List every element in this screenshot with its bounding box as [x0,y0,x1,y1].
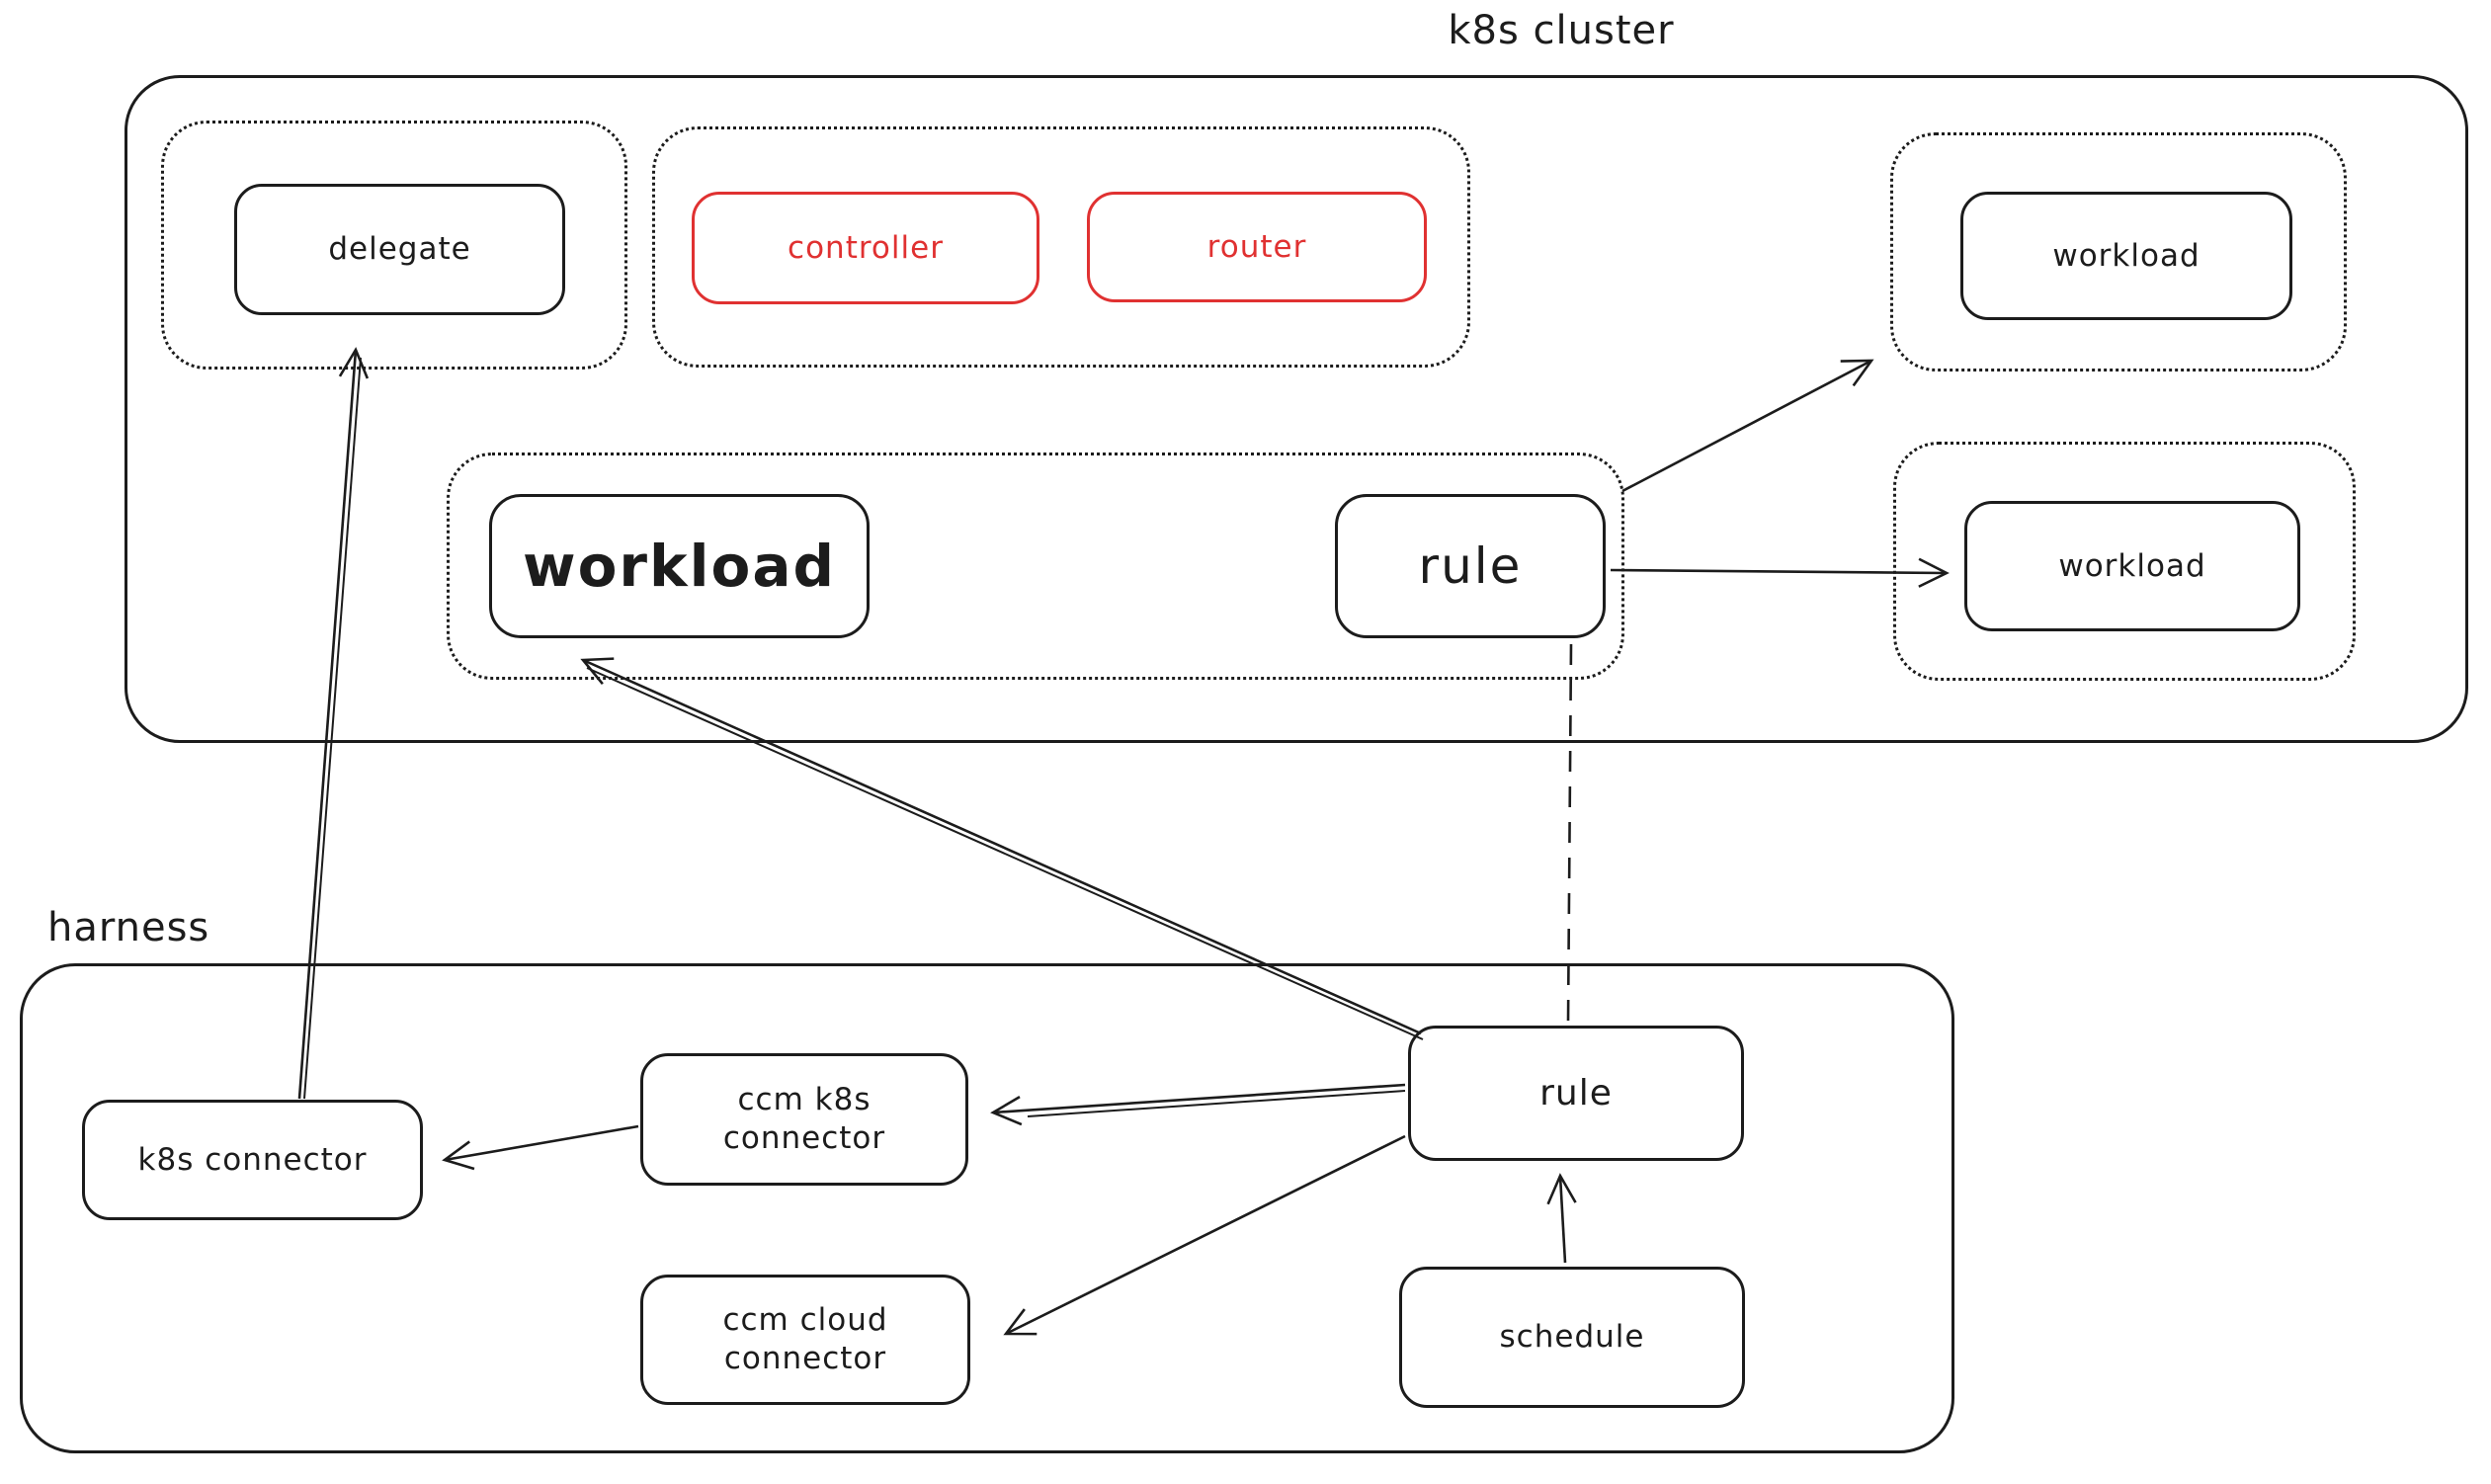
harness-title: harness [47,905,210,950]
workload-right-node: workload [1964,501,2300,631]
delegate-node: delegate [234,184,565,315]
workload-top-node: workload [1960,192,2292,320]
delegate-group [161,121,627,370]
schedule-node: schedule [1399,1267,1745,1408]
rule-harness-node: rule [1408,1026,1744,1161]
workload-main-node: workload [489,494,870,638]
workload-right-group [1893,442,2356,681]
k8s-cluster-title: k8s cluster [1448,8,1675,53]
k8s-connector-node: k8s connector [82,1100,423,1220]
controller-node: controller [692,192,1039,304]
router-node: router [1087,192,1427,302]
controller-router-group [652,126,1470,368]
rule-k8s-node: rule [1335,494,1606,638]
workload-top-group [1890,132,2347,371]
ccm-cloud-connector-node: ccm cloud connector [640,1275,970,1405]
ccm-k8s-connector-node: ccm k8s connector [640,1053,968,1186]
